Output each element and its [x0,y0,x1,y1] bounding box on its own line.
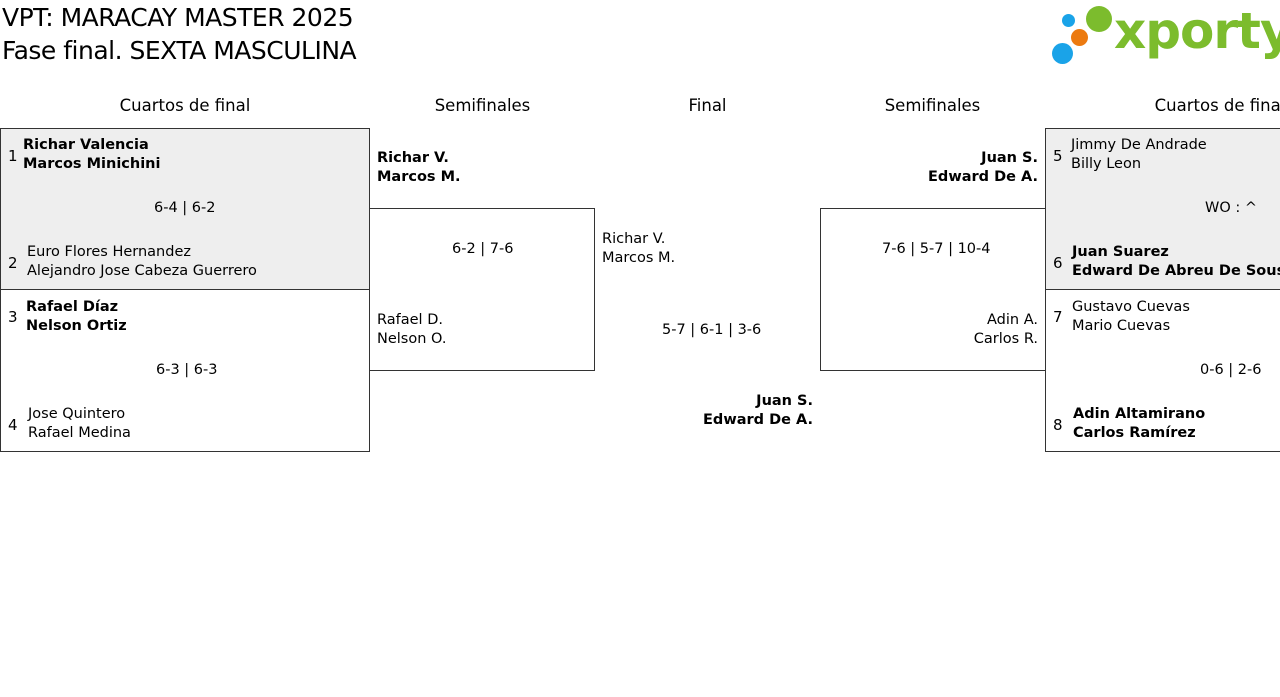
player-name: Euro Flores Hernandez [27,244,191,260]
col-header-final: Final [688,96,727,115]
player-name: Marcos M. [602,250,676,266]
seed-number: 6 [1053,254,1063,272]
player-name: Juan S. [981,150,1038,166]
player-name: Rafael Medina [28,425,131,441]
player-name: Jimmy De Andrade [1071,137,1207,153]
seed-number: 1 [8,147,18,165]
player-name: Nelson Ortiz [26,318,127,334]
draw-subtitle: Fase final. SEXTA MASCULINA [2,36,357,65]
player-name: Gustavo Cuevas [1072,299,1190,315]
player-name: Rafael D. [377,312,443,328]
player-name: Rafael Díaz [26,299,119,315]
player-name: Richar Valencia [23,137,149,153]
player-name: Marcos M. [377,169,461,185]
semifinal-1-bottom-team: Rafael D. Nelson O. [377,311,446,349]
player-name: Adin Altamirano [1073,406,1206,422]
seed-number: 3 [8,308,18,326]
player-name: Richar V. [377,150,449,166]
seed-number: 4 [8,416,18,434]
col-header-left-quarters: Cuartos de final [119,96,251,115]
team-seed-6: Juan Suarez Edward De Abreu De Sousa [1072,243,1280,281]
final-top-team: Richar V. Marcos M. [602,230,675,268]
player-name: Adin A. [987,312,1038,328]
team-seed-8: Adin Altamirano Carlos Ramírez [1073,405,1205,443]
player-name: Carlos R. [973,331,1038,347]
team-seed-4: Jose Quintero Rafael Medina [28,405,131,443]
player-name: Billy Leon [1071,156,1142,172]
semifinal-match-1[interactable] [369,208,595,371]
player-name: Juan Suarez [1072,244,1169,260]
player-name: Edward De A. [703,412,813,428]
col-header-right-semis: Semifinales [884,96,981,115]
player-name: Alejandro Jose Cabeza Guerrero [27,263,257,279]
seed-number: 7 [1053,308,1063,326]
team-seed-1: Richar Valencia Marcos Minichini [23,136,160,174]
tournament-title: VPT: MARACAY MASTER 2025 [2,3,354,32]
match-score: 6-3 | 6-3 [156,362,218,378]
semifinal-2-top-team: Juan S. Edward De A. [928,149,1038,187]
quarterfinal-match-4[interactable] [1045,289,1280,452]
player-name: Mario Cuevas [1072,318,1171,334]
player-name: Edward De Abreu De Sousa [1072,263,1280,279]
quarterfinal-match-1[interactable] [0,128,370,290]
seed-number: 2 [8,254,18,272]
match-score: 0-6 | 2-6 [1200,362,1262,378]
seed-number: 5 [1053,147,1063,165]
logo-wordmark: xporty [1114,2,1280,60]
match-score: 6-2 | 7-6 [452,241,514,257]
player-name: Edward De A. [928,169,1038,185]
match-score: 7-6 | 5-7 | 10-4 [882,241,991,257]
seed-number: 8 [1053,416,1063,434]
xporty-logo[interactable]: xporty [1050,2,1280,66]
player-name: Carlos Ramírez [1073,425,1196,441]
semifinal-2-bottom-team: Adin A. Carlos R. [974,311,1038,349]
quarterfinal-match-3[interactable] [1045,128,1280,290]
team-seed-2: Euro Flores Hernandez Alejandro Jose Cab… [27,243,257,281]
col-header-right-quarters: Cuartos de final [1154,96,1280,115]
player-name: Marcos Minichini [23,156,161,172]
team-seed-3: Rafael Díaz Nelson Ortiz [26,298,127,336]
team-seed-5: Jimmy De Andrade Billy Leon [1071,136,1207,174]
logo-dot-orange [1071,29,1088,46]
logo-dot-blue-large [1052,43,1073,64]
player-name: Richar V. [602,231,666,247]
semifinal-1-top-team: Richar V. Marcos M. [377,149,461,187]
logo-dot-blue-small [1062,14,1075,27]
match-score: WO : ^ [1205,200,1258,216]
final-score: 5-7 | 6-1 | 3-6 [662,322,762,338]
player-name: Juan S. [756,393,813,409]
player-name: Nelson O. [377,331,447,347]
logo-dot-green [1086,6,1112,32]
col-header-left-semis: Semifinales [434,96,531,115]
team-seed-7: Gustavo Cuevas Mario Cuevas [1072,298,1190,336]
player-name: Jose Quintero [28,406,126,422]
final-bottom-team: Juan S. Edward De A. [703,392,813,430]
match-score: 6-4 | 6-2 [154,200,216,216]
